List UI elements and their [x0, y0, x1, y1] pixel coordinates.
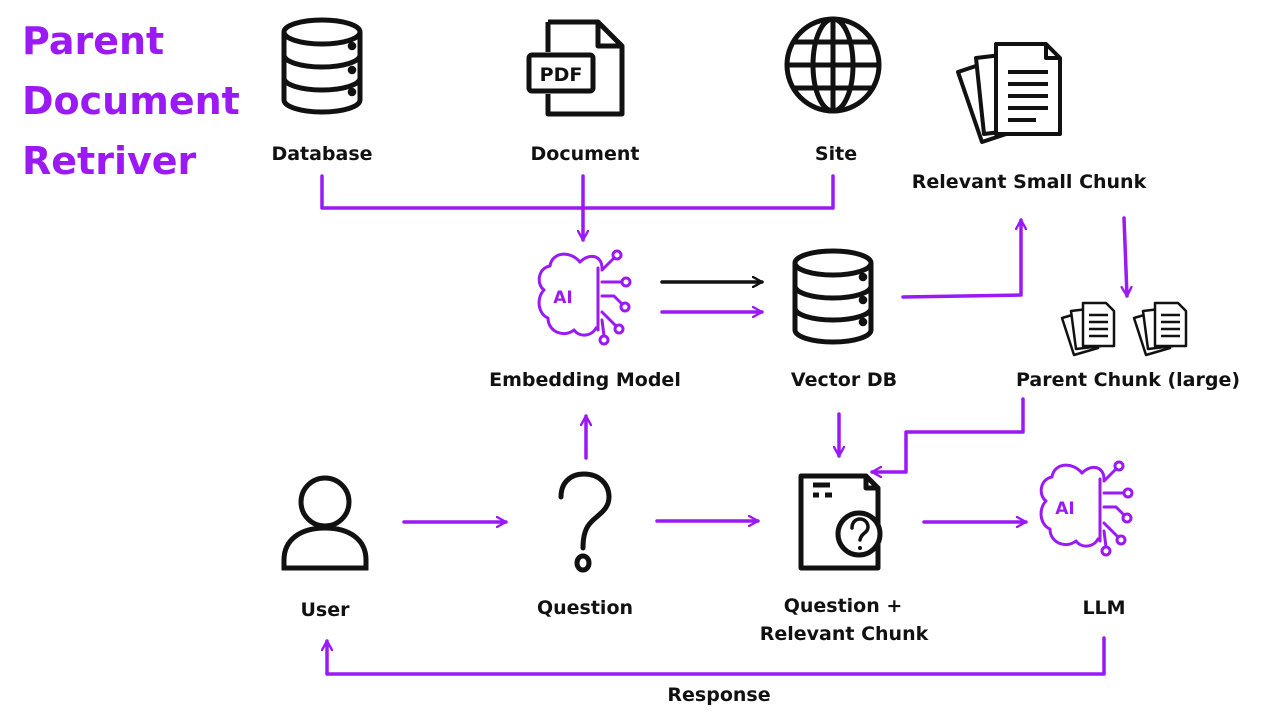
- llm-brain-text: AI: [1055, 499, 1074, 519]
- label-question: Question: [536, 597, 634, 619]
- ai-brain-icon: AI: [537, 249, 632, 346]
- parent-chunk-docs-icon-left: [1060, 301, 1116, 357]
- label-user: User: [300, 599, 350, 621]
- title-line-3: Retriver: [22, 139, 197, 183]
- database-icon: [281, 17, 363, 115]
- ai-brain-text: AI: [553, 288, 572, 308]
- label-parent-chunk: Parent Chunk (large): [1015, 369, 1241, 391]
- label-question-relevant-line1: Question +: [783, 595, 903, 617]
- parent-chunk-docs-icon-right: [1132, 301, 1188, 357]
- arrow-small-chunk-to-parent: [1124, 216, 1127, 298]
- label-llm: LLM: [1082, 597, 1126, 619]
- arrow-llm-to-user-response: [327, 636, 1106, 676]
- pdf-document-icon: PDF: [526, 19, 625, 117]
- title-line-2: Document: [22, 79, 240, 123]
- sources-merge-line: [320, 174, 835, 210]
- arrow-vectordb-to-small-chunk: [901, 218, 1021, 299]
- arrow-parent-to-question-doc: [870, 397, 1025, 472]
- label-vector-db: Vector DB: [790, 369, 898, 391]
- llm-brain-icon: AI: [1039, 460, 1134, 557]
- user-icon: [281, 475, 369, 571]
- label-relevant-small-chunk: Relevant Small Chunk: [911, 171, 1147, 193]
- stacked-documents-icon: [956, 42, 1062, 144]
- title-line-1: Parent: [22, 19, 165, 63]
- label-response: Response: [667, 684, 771, 706]
- globe-icon: [784, 16, 882, 114]
- question-mark-icon: [558, 471, 612, 573]
- label-embedding-model: Embedding Model: [489, 369, 681, 391]
- question-document-icon: [798, 473, 883, 571]
- label-question-relevant-line2: Relevant Chunk: [759, 623, 929, 645]
- label-site: Site: [814, 143, 858, 165]
- vector-db-icon: [792, 248, 874, 345]
- label-document: Document: [530, 143, 640, 165]
- pdf-badge-text: PDF: [540, 64, 583, 86]
- label-database: Database: [271, 143, 373, 165]
